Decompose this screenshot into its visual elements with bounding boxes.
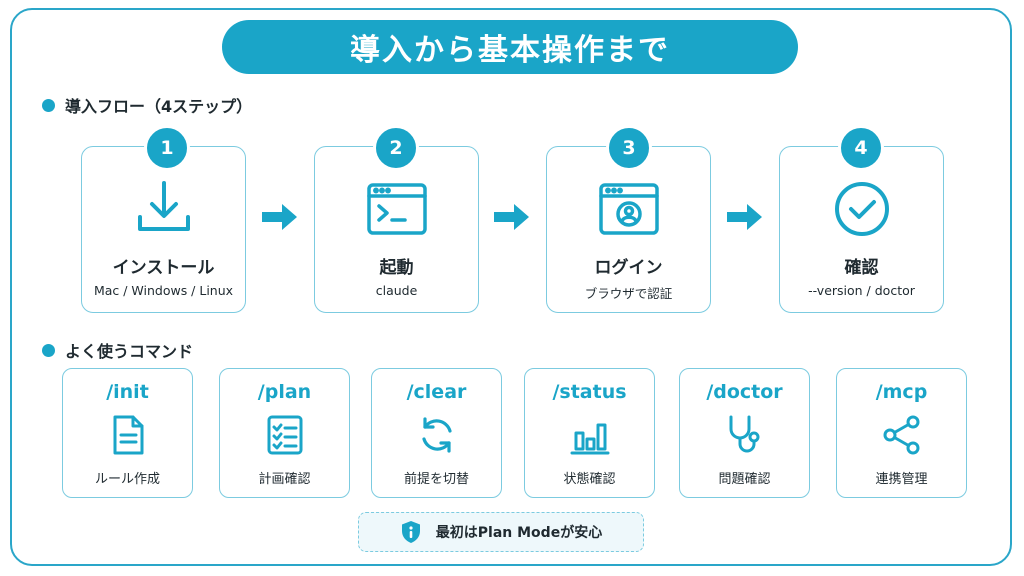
command-label: 計画確認 <box>258 472 311 487</box>
step-number-badge: 3 <box>606 125 652 171</box>
command-name: /init <box>106 381 149 403</box>
page-title-text: 導入から基本操作まで <box>350 33 670 68</box>
command-label: 前提を切替 <box>403 472 469 487</box>
command-name: /mcp <box>875 381 928 403</box>
step-sub: --version / doctor <box>808 283 915 298</box>
section-commands-title: よく使うコマンド <box>65 342 194 361</box>
share-icon <box>883 415 919 455</box>
step-sub: ブラウザで認証 <box>584 286 673 301</box>
command-card-mcp: /mcp 連携管理 <box>836 368 967 498</box>
stethoscope-icon <box>729 415 759 453</box>
command-card-clear: /clear 前提を切替 <box>371 368 502 498</box>
step-number-badge: 4 <box>838 125 884 171</box>
check-circle-icon <box>834 182 889 236</box>
step-card-login: ログイン ブラウザで認証 <box>546 146 711 313</box>
shield-info-icon <box>401 521 420 543</box>
step-card-verify: 確認 --version / doctor <box>779 146 944 313</box>
command-name: /clear <box>406 381 467 403</box>
command-card-status: /status 状態確認 <box>524 368 655 498</box>
section-flow-heading: 導入フロー（4ステップ） <box>42 93 252 117</box>
tip-note: 最初はPlan Modeが安心 <box>358 512 644 552</box>
step-label: 起動 <box>379 258 414 278</box>
step-label: ログイン <box>594 258 663 278</box>
checklist-icon <box>267 415 302 455</box>
step-card-launch: 起動 claude <box>314 146 479 313</box>
step-label: 確認 <box>844 258 879 278</box>
step-sub: Mac / Windows / Linux <box>93 283 234 298</box>
page-title: 導入から基本操作まで <box>222 20 798 74</box>
arrow-right-icon <box>262 204 297 230</box>
command-name: /status <box>552 381 627 403</box>
step-label: インストール <box>112 258 215 278</box>
section-flow-title: 導入フロー（4ステップ） <box>65 97 253 116</box>
refresh-icon <box>421 417 452 453</box>
step-sub: claude <box>375 283 418 298</box>
step-number-badge: 1 <box>144 125 190 171</box>
arrow-right-icon <box>727 204 762 230</box>
step-card-install: インストール Mac / Windows / Linux <box>81 146 246 313</box>
tip-note-text: 最初はPlan Modeが安心 <box>435 525 603 541</box>
terminal-window-icon <box>366 183 427 235</box>
arrow-right-icon <box>494 204 529 230</box>
command-label: 連携管理 <box>875 472 928 487</box>
command-card-plan: /plan 計画確認 <box>219 368 350 498</box>
command-label: 状態確認 <box>563 472 616 487</box>
document-icon <box>113 415 143 455</box>
browser-user-icon <box>598 183 659 235</box>
download-icon <box>137 181 190 231</box>
command-name: /doctor <box>706 381 783 403</box>
command-label: 問題確認 <box>718 472 771 487</box>
command-label: ルール作成 <box>94 472 160 487</box>
command-card-init: /init ルール作成 <box>62 368 193 498</box>
command-name: /plan <box>257 381 312 403</box>
bullet-dot <box>42 343 55 357</box>
bullet-dot <box>42 98 55 112</box>
command-card-doctor: /doctor 問題確認 <box>679 368 810 498</box>
section-commands-heading: よく使うコマンド <box>42 338 193 362</box>
step-number-badge: 2 <box>373 125 419 171</box>
bar-chart-icon <box>570 423 609 455</box>
